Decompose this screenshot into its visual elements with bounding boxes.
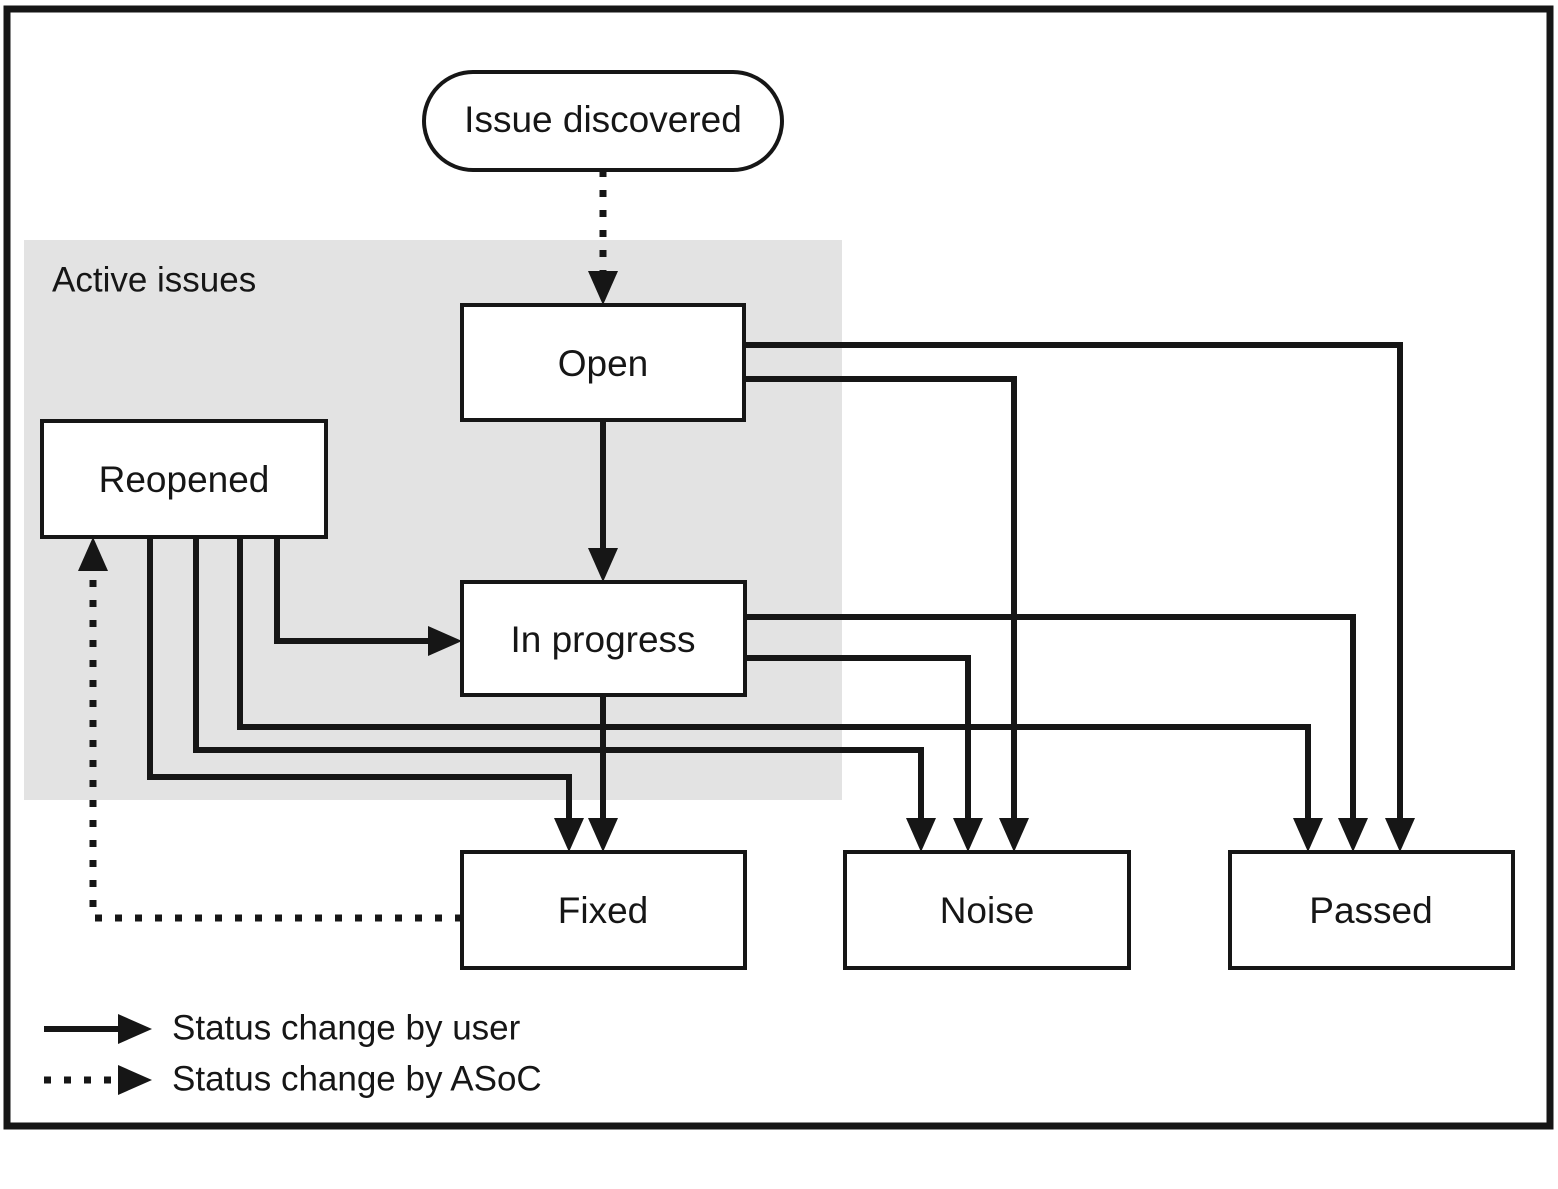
active-issues-label: Active issues (52, 260, 256, 299)
edge-open-to-noise (744, 376, 1029, 852)
edge-open-to-passed (744, 342, 1415, 852)
edge-fixed-to-reopened (78, 537, 462, 922)
edge-open-to-in-progress (588, 420, 618, 582)
diagram-frame (3, 5, 1554, 1130)
legend-item-asoc: Status change by ASoC (44, 1059, 542, 1098)
edge-in-progress-to-passed (744, 614, 1368, 852)
legend-solid-arrowhead (118, 1014, 152, 1044)
node-issue-discovered[interactable]: Issue discovered (422, 70, 784, 172)
node-passed-label: Passed (1309, 890, 1432, 931)
node-issue-discovered-label: Issue discovered (464, 99, 742, 140)
node-open[interactable]: Open (460, 303, 746, 422)
node-fixed-label: Fixed (558, 890, 648, 931)
legend-item-user: Status change by user (44, 1008, 521, 1047)
edge-reopened-to-in-progress (274, 537, 462, 656)
edge-issue-discovered-to-open (588, 170, 618, 305)
legend-item-user-label: Status change by user (172, 1008, 521, 1047)
node-noise[interactable]: Noise (843, 850, 1131, 970)
node-reopened-label: Reopened (99, 459, 270, 500)
node-fixed[interactable]: Fixed (460, 850, 747, 970)
node-passed[interactable]: Passed (1228, 850, 1515, 970)
legend-item-asoc-label: Status change by ASoC (172, 1059, 542, 1098)
node-noise-label: Noise (940, 890, 1035, 931)
edge-reopened-to-passed (237, 537, 1323, 852)
node-open-label: Open (558, 343, 649, 384)
node-in-progress-label: In progress (510, 619, 695, 660)
node-reopened[interactable]: Reopened (40, 419, 328, 539)
edge-reopened-to-noise (193, 537, 936, 852)
legend-dotted-arrowhead (118, 1065, 152, 1095)
legend: Status change by user Status change by A… (44, 1008, 542, 1098)
node-in-progress[interactable]: In progress (460, 580, 747, 697)
edge-reopened-to-fixed (147, 537, 584, 852)
edge-in-progress-to-fixed (588, 695, 618, 852)
edge-in-progress-to-noise (744, 655, 983, 852)
